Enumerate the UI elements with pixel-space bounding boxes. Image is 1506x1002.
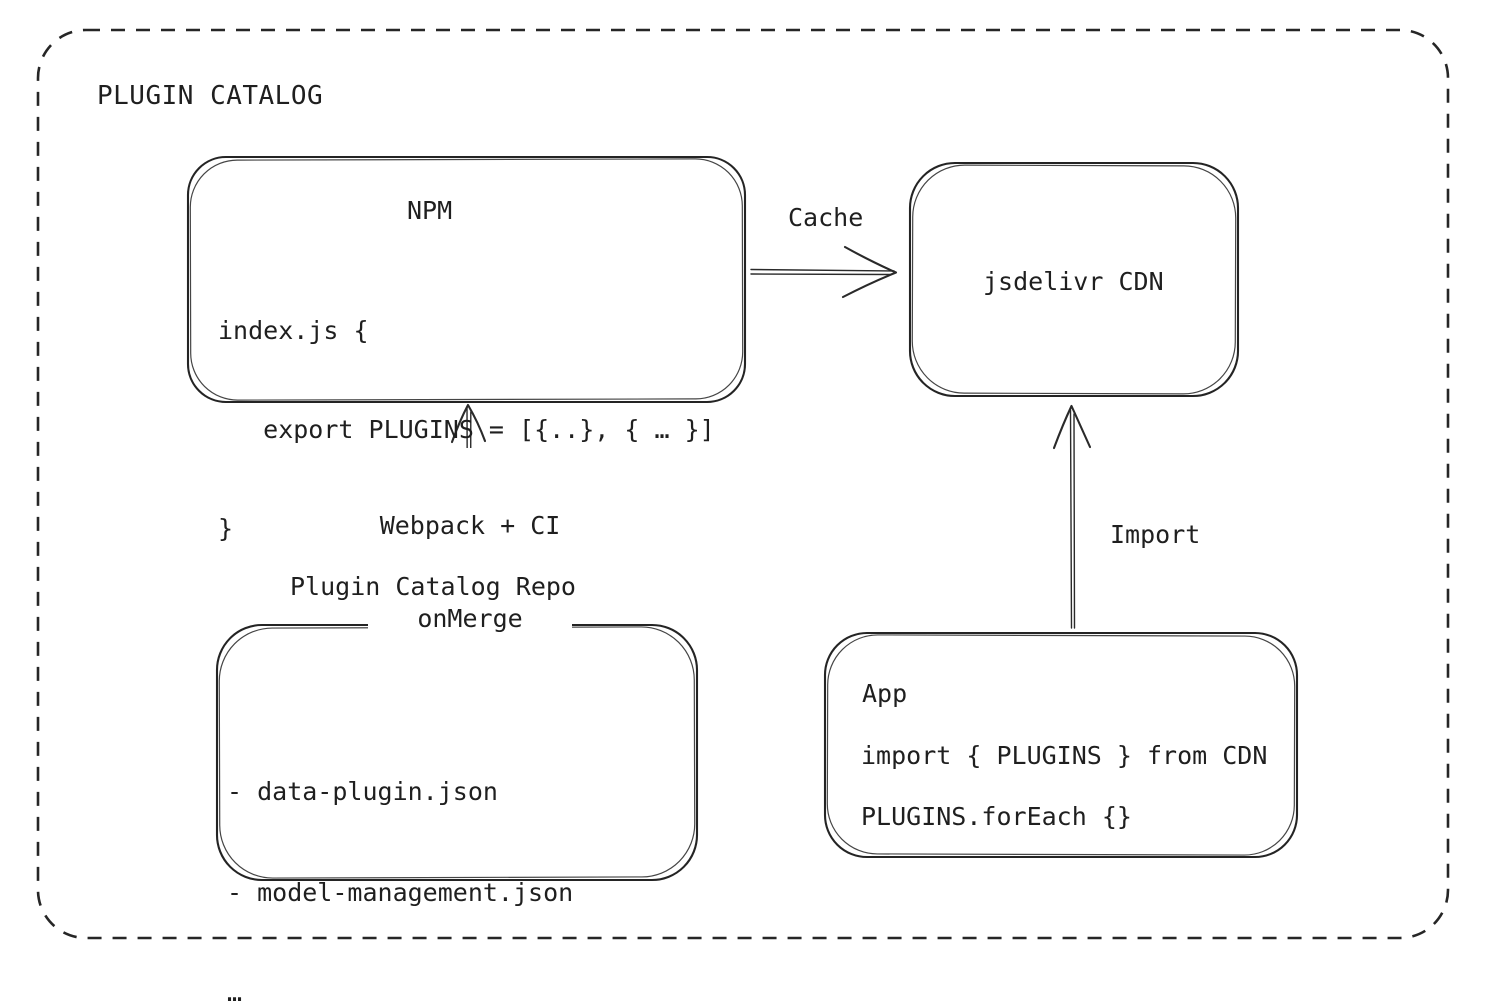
- cache-arrow: [750, 245, 898, 299]
- import-edge-label: Import: [1110, 520, 1201, 549]
- repo-file-item: - data-plugin.json: [227, 777, 498, 806]
- webpack-edge-label: Webpack + CI onMerge: [368, 448, 572, 696]
- import-arrow: [1052, 404, 1092, 629]
- repo-file-list: - data-plugin.json - model-management.js…: [227, 708, 573, 1002]
- app-code-line: import { PLUGINS } from CDN: [861, 741, 1268, 770]
- diagram-title: PLUGIN CATALOG: [97, 81, 324, 111]
- webpack-edge-label-line2: onMerge: [417, 604, 523, 633]
- outer-dashed-frame: [36, 28, 1450, 940]
- npm-code-line: }: [218, 514, 234, 543]
- cache-edge-label: Cache: [788, 203, 864, 232]
- app-box: [823, 631, 1299, 859]
- npm-code-line: export PLUGINS = [{..}, { … }]: [218, 415, 715, 444]
- npm-code-block: index.js { export PLUGINS = [{..}, { … }…: [218, 248, 715, 611]
- cdn-node-label: jsdelivr CDN: [983, 267, 1164, 296]
- repo-file-item: …: [227, 978, 243, 1002]
- npm-node-title: NPM: [407, 196, 453, 225]
- repo-node-label: Plugin Catalog Repo: [290, 572, 576, 601]
- app-node-title: App: [862, 679, 908, 708]
- webpack-edge-label-line1: Webpack + CI: [379, 511, 561, 540]
- repo-file-item: - model-management.json: [227, 877, 574, 907]
- npm-box: [186, 155, 747, 404]
- cdn-box: [908, 161, 1240, 398]
- app-code-line: PLUGINS.forEach {}: [861, 802, 1132, 831]
- npm-code-line: index.js {: [218, 316, 369, 345]
